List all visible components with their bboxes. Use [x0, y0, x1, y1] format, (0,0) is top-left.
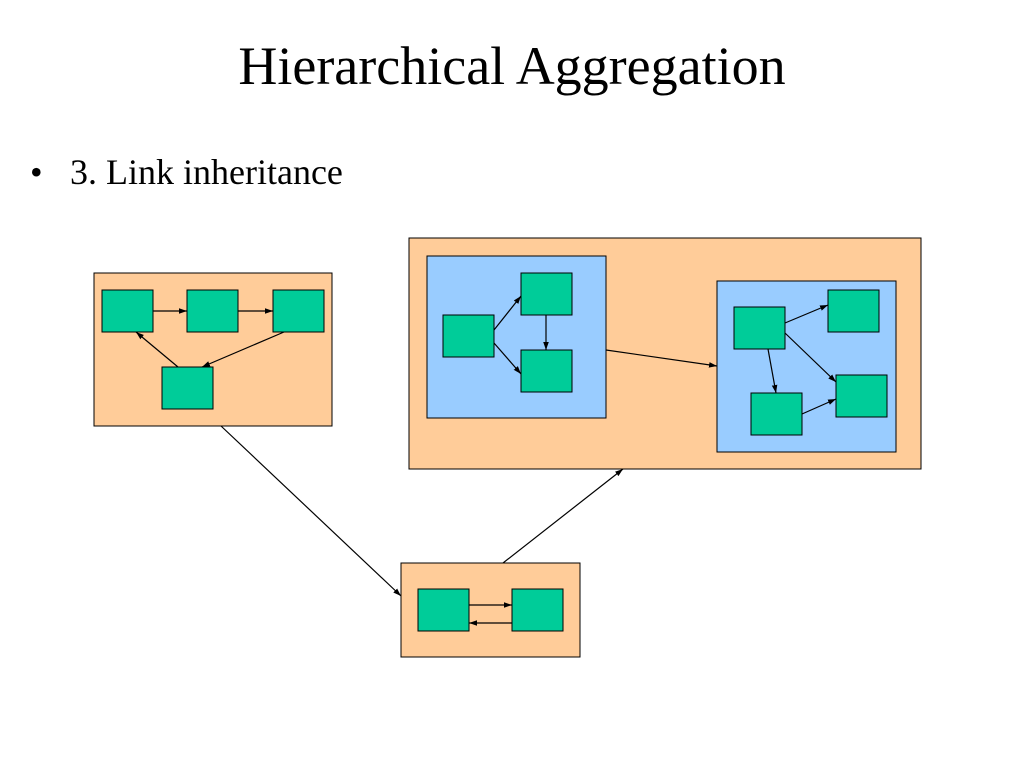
- node-a4: [161, 366, 214, 410]
- bullet-item: • 3. Link inheritance: [30, 148, 343, 196]
- edge-b2-left-top: [784, 304, 829, 324]
- node-a3: [272, 289, 325, 333]
- edge-b2-left-bottom: [767, 348, 778, 394]
- aggregate-c: [400, 562, 581, 658]
- edge-b1-left-top: [493, 295, 522, 331]
- edge-b1-to-b2: [605, 349, 718, 368]
- node-b2-bottom: [750, 392, 803, 436]
- node-b2-left: [733, 306, 786, 350]
- edge-aggregate-c-to-b: [502, 468, 624, 564]
- slide-title: Hierarchical Aggregation: [238, 36, 786, 96]
- node-c1: [417, 588, 470, 632]
- bullet-list: • 3. Link inheritance: [30, 148, 343, 196]
- node-b1-bottom: [520, 349, 573, 393]
- sub-aggregate-b1: [426, 255, 607, 419]
- edge-a4-a1: [135, 331, 179, 368]
- bullet-text: 3. Link inheritance: [70, 152, 343, 192]
- edge-b2-bottom-right: [801, 398, 837, 415]
- edge-b2-left-right: [784, 332, 837, 383]
- edge-aggregate-a-to-c: [220, 425, 402, 597]
- aggregate-b: [408, 237, 922, 470]
- edge-b1-left-bottom: [493, 342, 522, 375]
- node-c2: [511, 588, 564, 632]
- node-b2-right: [835, 374, 888, 418]
- node-a1: [101, 289, 154, 333]
- aggregate-a: [93, 272, 333, 427]
- node-b1-left: [442, 314, 495, 358]
- edge-a3-a4: [201, 331, 285, 368]
- sub-aggregate-b2: [716, 280, 897, 453]
- bullet-marker: •: [30, 152, 43, 192]
- node-b2-top: [827, 289, 880, 333]
- node-a2: [186, 289, 239, 333]
- node-b1-top: [520, 272, 573, 316]
